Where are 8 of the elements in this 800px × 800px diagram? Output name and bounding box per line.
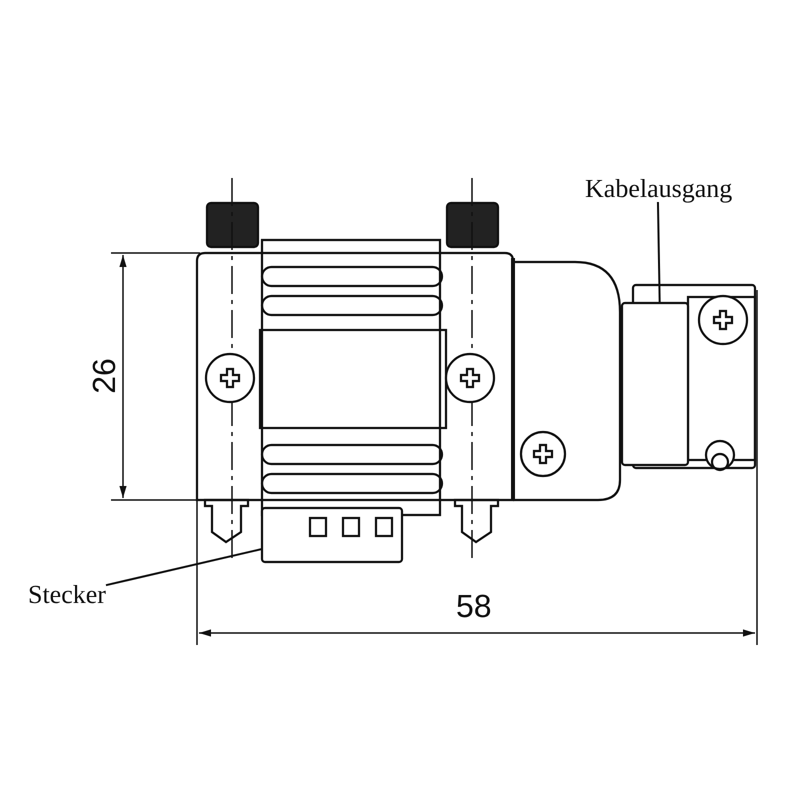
plug-face (260, 506, 404, 564)
dimension-value: 26 (88, 358, 120, 394)
callout-label: Stecker (28, 582, 106, 608)
leader-line (106, 548, 262, 586)
leader-line (656, 202, 661, 304)
cable-outlet (620, 302, 690, 466)
dimension-value: 58 (456, 590, 492, 622)
callout-label: Kabelausgang (585, 176, 732, 202)
